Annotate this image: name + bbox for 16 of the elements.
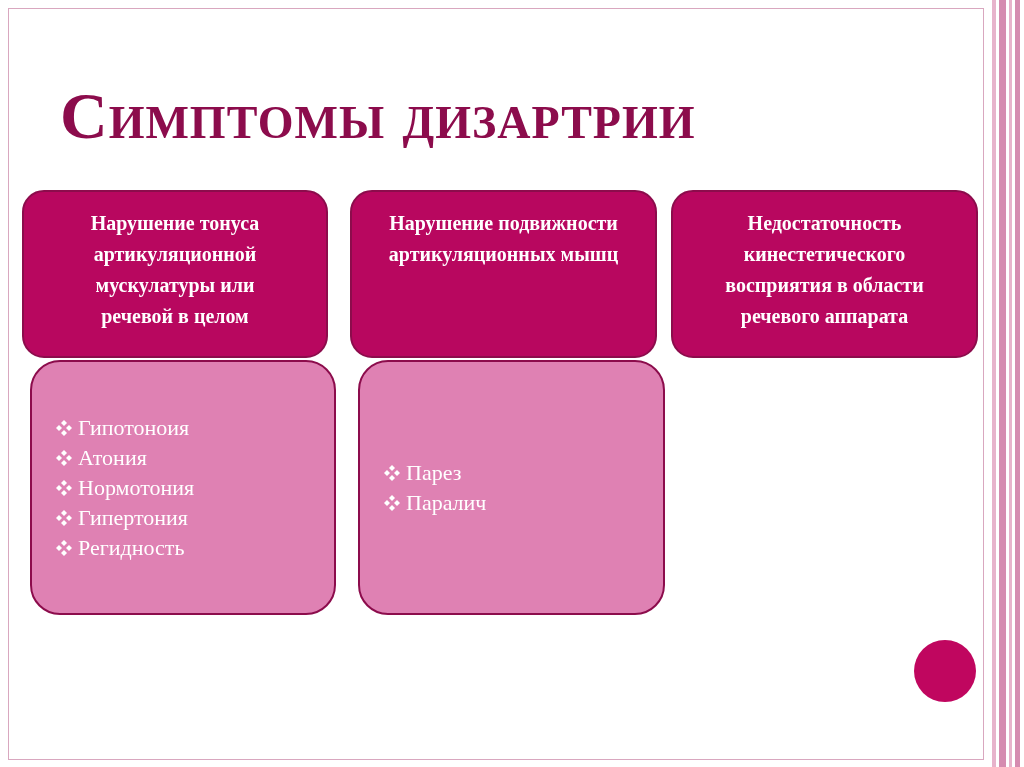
list-box [30, 360, 336, 615]
header-text: Недостаточность кинестетического восприятия в области речевого аппарата [724, 211, 925, 330]
header-text: Нарушение тонуса артикуляционной мускулатуры или речевой в целом [89, 211, 261, 330]
header-box [350, 190, 657, 358]
list-item-text: Паралич [406, 488, 487, 517]
list-box [358, 360, 665, 615]
list-item-text: Нормотония [78, 473, 195, 502]
list-item-text: Регидность [78, 533, 185, 562]
list-item-text: Гипотоноия [78, 413, 190, 442]
list-item-text: Гипертония [78, 503, 188, 532]
header-box [671, 190, 978, 358]
header-text: Нарушение подвижности артикуляционных мышц [387, 211, 620, 268]
list-item-text: Парез [406, 458, 462, 487]
header-box [22, 190, 328, 358]
list-item-text: Атония [78, 443, 147, 472]
slide-title: Симптомы дизартрии [60, 78, 696, 154]
